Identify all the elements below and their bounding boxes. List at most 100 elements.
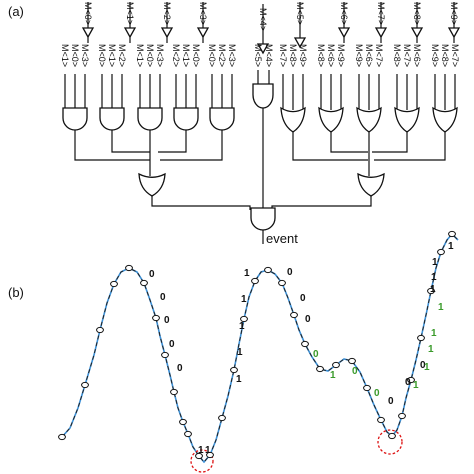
gate-input-label: M<2> [171, 44, 181, 67]
bus-wire [74, 145, 150, 161]
gate-input-label: M<1> [60, 44, 70, 67]
gate-input-label: M<9> [430, 44, 440, 67]
sample-point [58, 433, 66, 441]
sample-point [316, 365, 324, 373]
bit-label: 1 [413, 380, 419, 391]
bit-label: 1 [424, 362, 430, 373]
sample-point [140, 279, 148, 287]
gate-input-label: M<0> [191, 44, 201, 67]
gate-input-label: M<9> [336, 44, 346, 67]
bit-label: 1 [205, 445, 211, 456]
sample-point [388, 432, 396, 440]
sample-point [448, 230, 456, 238]
gate-input-label: M<2> [117, 44, 127, 67]
or-output-wire [271, 196, 372, 210]
bit-label: 1 [431, 328, 437, 339]
sample-point [230, 366, 238, 374]
bit-label: 0 [420, 360, 426, 371]
sample-point [184, 430, 192, 438]
input-buffer [337, 27, 351, 39]
bus-wire [292, 145, 368, 161]
or-gate [318, 106, 344, 133]
bit-label: 0 [305, 314, 311, 325]
and-gate [209, 107, 235, 131]
bit-label: 0 [352, 366, 358, 377]
bus-wire [372, 145, 408, 153]
gate-input-label: M<3> [227, 44, 237, 67]
sample-point [377, 416, 385, 424]
bus-wire [111, 145, 150, 153]
gate-input-label: M<1> [135, 44, 145, 67]
sample-point [206, 451, 214, 459]
gate-input-label: M<3> [155, 44, 165, 67]
bit-label: 0 [388, 396, 394, 407]
bit-label: 1 [241, 294, 247, 305]
sample-point [96, 326, 104, 334]
gate-input-label: M<4> [264, 44, 274, 67]
input-buffer [293, 37, 307, 49]
waveform-line [61, 232, 459, 464]
logic-circuit: M<0>M<1>M<2>M<3>M<4>M<5>M<6>M<7>M<8>M<9>… [60, 2, 461, 244]
gate-input-label: M<8> [288, 44, 298, 67]
sample-point [152, 314, 160, 322]
bit-label: 0 [149, 269, 155, 280]
input-buffer [123, 27, 137, 39]
gate-input-label: M<0> [70, 44, 80, 67]
sample-point [427, 287, 435, 295]
bit-label: 1 [198, 445, 204, 456]
bit-label: 1 [438, 302, 444, 313]
sample-point [170, 388, 178, 396]
input-buffer [374, 27, 388, 39]
or-gate [356, 106, 382, 133]
bit-label: 1 [237, 347, 243, 358]
and-gate-center [252, 83, 274, 109]
or-gate-left [138, 172, 166, 197]
bit-label: 1 [236, 374, 242, 385]
bit-label: 1 [330, 370, 336, 381]
bit-label: 1 [430, 284, 436, 295]
bit-label: 0 [177, 363, 183, 374]
bit-label: 0 [374, 388, 380, 399]
gate-input-label: M<0> [207, 44, 217, 67]
gate-input-label: M<7> [374, 44, 384, 67]
bus-wire [158, 145, 187, 153]
gate-input-label: M<9> [354, 44, 364, 67]
gate-input-label: M<7> [402, 44, 412, 67]
sample-point [240, 315, 248, 323]
gate-input-label: M<1> [107, 44, 117, 67]
gate-input-label: M<2> [217, 44, 227, 67]
gate-input-label: M<7> [278, 44, 288, 67]
sample-point [290, 311, 298, 319]
input-buffer [410, 27, 424, 39]
sample-point [195, 452, 203, 460]
or-gate [280, 106, 306, 133]
bit-label: 1 [428, 344, 434, 355]
sample-point [161, 351, 169, 359]
sample-point [110, 280, 118, 288]
or-gate [394, 106, 420, 133]
gate-input-label: M<9> [298, 44, 308, 67]
or-gate [432, 106, 458, 133]
bit-label: 0 [287, 267, 293, 278]
bus-wire [374, 145, 446, 161]
sample-point [218, 414, 226, 422]
bit-label: 0 [405, 377, 411, 388]
bit-label: 0 [164, 315, 170, 326]
bit-label: 0 [313, 349, 319, 360]
and-gate [137, 107, 163, 131]
and-gate [62, 107, 88, 131]
bit-label: 1 [244, 268, 250, 279]
sample-point [363, 384, 371, 392]
event-output-label: event [266, 231, 298, 246]
gate-input-label: M<8> [316, 44, 326, 67]
sample-point [81, 381, 89, 389]
bit-label: 1 [239, 321, 245, 332]
bus-wire [160, 145, 223, 161]
input-buffer [196, 27, 210, 39]
gate-input-label: M<3> [80, 44, 90, 67]
gate-input-label: M<6> [412, 44, 422, 67]
gate-input-label: M<6> [326, 44, 336, 67]
panel-a-label: (a) [8, 4, 24, 19]
